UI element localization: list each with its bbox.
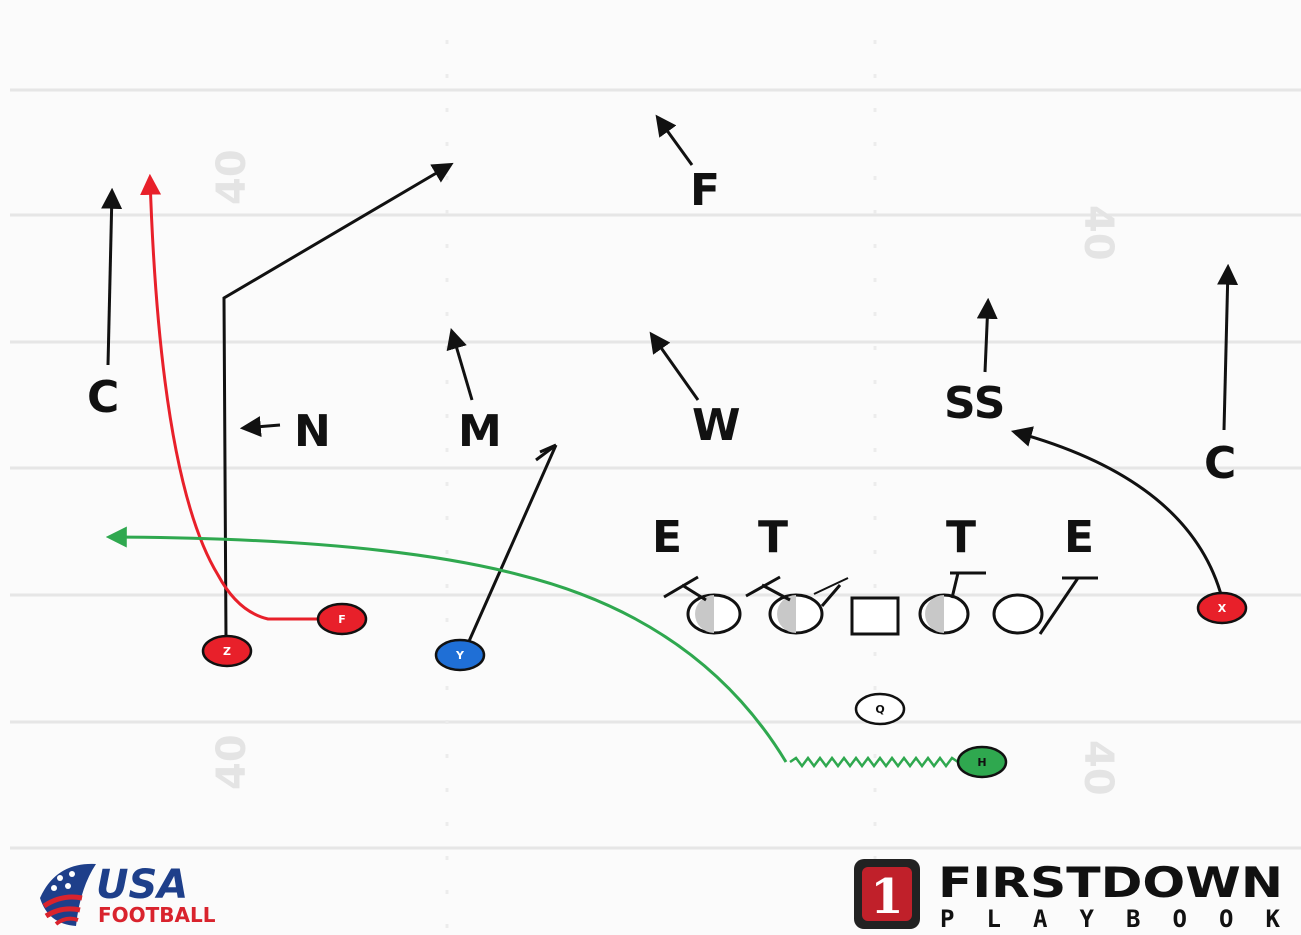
player-q: Q bbox=[854, 692, 906, 726]
svg-text:1: 1 bbox=[870, 869, 903, 925]
end-right-label: E bbox=[1064, 512, 1094, 563]
usa-wordmark: USA bbox=[96, 862, 188, 908]
yard-number: 40 bbox=[209, 149, 255, 205]
usa-ball-icon bbox=[40, 863, 96, 926]
usa-football-logo: USA FOOTBALL bbox=[40, 862, 216, 927]
svg-text:F: F bbox=[338, 613, 346, 626]
yard-lines bbox=[10, 88, 1301, 850]
football-wordmark: FOOTBALL bbox=[98, 903, 216, 927]
defense-routes bbox=[101, 114, 1239, 438]
left-guard bbox=[745, 575, 849, 635]
left-tackle bbox=[663, 575, 742, 635]
svg-text:Q: Q bbox=[875, 703, 884, 716]
x-route bbox=[1010, 426, 1224, 599]
player-z: Z bbox=[201, 634, 253, 668]
will-drop bbox=[649, 331, 700, 401]
player-x: X bbox=[1196, 591, 1248, 625]
tackle-left-label: T bbox=[758, 512, 788, 563]
end-left-label: E bbox=[652, 512, 682, 563]
yard-number: 40 bbox=[1075, 205, 1121, 261]
svg-text:H: H bbox=[977, 756, 986, 769]
corner-left-label: C bbox=[87, 372, 119, 423]
right-tackle bbox=[992, 576, 1098, 635]
f-wheel-route bbox=[140, 173, 320, 621]
mike-drop bbox=[446, 327, 474, 401]
nickel-label: N bbox=[294, 406, 331, 457]
offensive-line bbox=[663, 571, 1098, 636]
defense-labels: C N M W F SS C E T T E bbox=[87, 165, 1236, 563]
center bbox=[850, 596, 900, 636]
tackle-right-label: T bbox=[946, 512, 976, 563]
strong-safety-drop bbox=[976, 297, 998, 373]
y-seam-route bbox=[464, 443, 558, 649]
free-safety-label: F bbox=[690, 165, 720, 216]
svg-text:Y: Y bbox=[455, 649, 465, 662]
mike-label: M bbox=[458, 406, 502, 457]
corner-left-drop bbox=[101, 187, 123, 366]
firstdown-playbook-logo: 1 FIRSTDOWN PLAYBOOK bbox=[854, 858, 1283, 933]
yard-number: 40 bbox=[1075, 740, 1121, 796]
player-f: F bbox=[316, 602, 368, 636]
h-motion-wave bbox=[789, 755, 959, 769]
will-label: W bbox=[692, 400, 741, 451]
hash-marks bbox=[445, 40, 877, 930]
player-y: Y bbox=[434, 638, 486, 672]
right-guard bbox=[918, 571, 986, 635]
z-post-route bbox=[222, 162, 454, 641]
y-route-hook bbox=[535, 443, 557, 462]
firstdown-wordmark: FIRSTDOWN bbox=[938, 858, 1283, 907]
playbook-wordmark: PLAYBOOK bbox=[940, 905, 1281, 933]
firstdown-badge-icon: 1 bbox=[854, 859, 920, 929]
nickel-arrow bbox=[239, 416, 281, 438]
corner-right-drop bbox=[1217, 263, 1239, 431]
free-drop bbox=[655, 114, 694, 166]
h-route bbox=[105, 526, 788, 763]
svg-text:Z: Z bbox=[223, 645, 231, 658]
player-h: H bbox=[956, 745, 1008, 779]
corner-right-label: C bbox=[1204, 438, 1236, 489]
svg-text:X: X bbox=[1218, 602, 1227, 615]
strong-safety-label: SS bbox=[944, 378, 1005, 429]
yard-number: 40 bbox=[209, 734, 255, 790]
